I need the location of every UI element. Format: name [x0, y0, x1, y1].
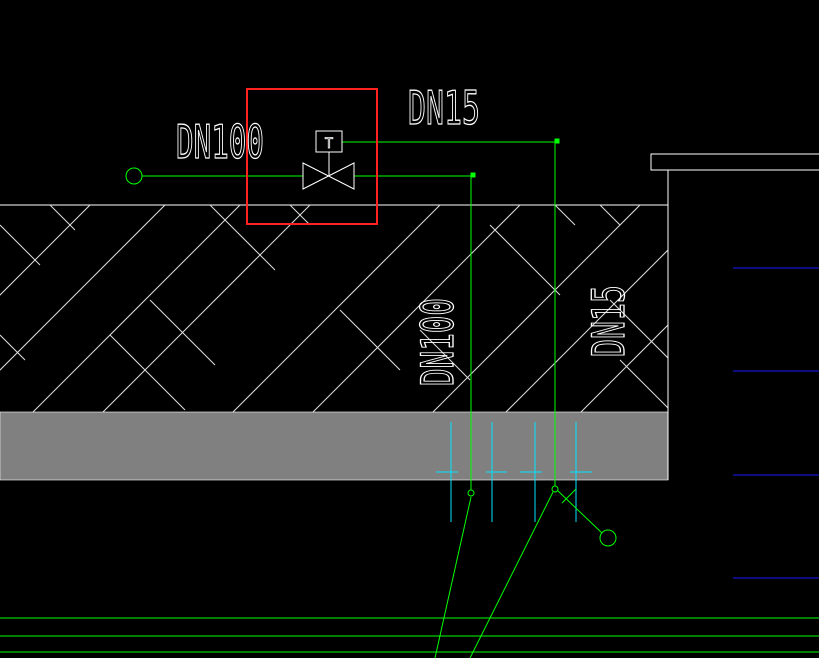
pipe-network — [142, 141, 603, 658]
circle-end-icon — [599, 529, 617, 547]
label-dn100-top: DN100 — [176, 116, 264, 169]
pipe-ends — [125, 138, 617, 547]
label-dn100-vertical: DN100 — [413, 298, 465, 386]
floor-slab — [0, 411, 669, 481]
circle-end-icon — [125, 167, 143, 185]
level-lines — [733, 267, 819, 579]
ground-pipes — [0, 617, 819, 653]
label-dn15-vertical: DN15 — [584, 285, 636, 357]
building-outline — [650, 153, 819, 480]
valve-actuator-label: T — [325, 136, 334, 152]
wall-hatch — [0, 205, 668, 412]
label-dn15-top: DN15 — [408, 82, 480, 135]
cross-mark — [561, 488, 577, 504]
highlight-box[interactable] — [246, 88, 378, 225]
pipe-sleeves — [436, 422, 592, 522]
gate-valve-with-actuator-icon — [302, 130, 355, 190]
